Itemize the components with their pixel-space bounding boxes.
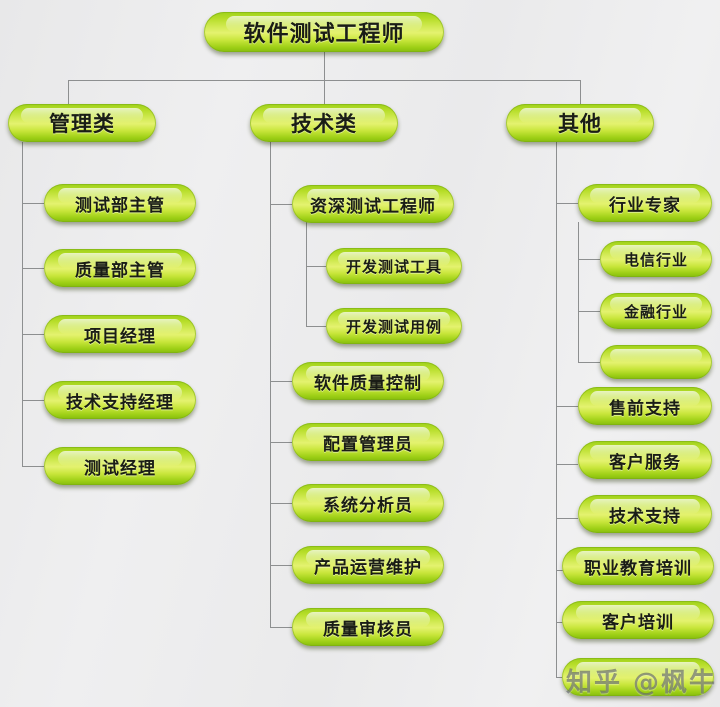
connector-stub-technical <box>270 503 292 504</box>
node-branch-other[interactable]: 其他 <box>506 104 654 142</box>
node-label: 其他 <box>558 112 602 136</box>
node-test-manager[interactable]: 测试经理 <box>44 447 196 485</box>
node-product-operations-maintenance[interactable]: 产品运营维护 <box>292 546 444 584</box>
connector-stub-management <box>22 400 44 401</box>
connector-stub-other <box>556 203 578 204</box>
node-test-dept-supervisor[interactable]: 测试部主管 <box>44 184 196 222</box>
node-label: 质量审核员 <box>323 619 413 640</box>
connector-stub-other <box>556 406 578 407</box>
connector-trunk-industry-expert <box>578 222 579 362</box>
node-label: 技术类 <box>291 112 357 136</box>
connector-drop-management <box>68 80 69 104</box>
node-label: 软件质量控制 <box>314 373 422 394</box>
connector-drop-technical <box>324 80 325 104</box>
node-configuration-manager[interactable]: 配置管理员 <box>292 423 444 461</box>
node-label: 售前支持 <box>609 398 681 419</box>
node-label: 职业教育培训 <box>584 558 692 579</box>
node-quality-dept-supervisor[interactable]: 质量部主管 <box>44 249 196 287</box>
connector-trunk-technical <box>270 142 271 627</box>
connector-trunk-other <box>556 142 557 677</box>
node-label: 系统分析员 <box>323 495 413 516</box>
node-label: 开发测试工具 <box>345 257 442 276</box>
node-branch-technical[interactable]: 技术类 <box>250 104 398 142</box>
node-customer-service[interactable]: 客户服务 <box>578 441 712 479</box>
connector-stub-other <box>556 464 578 465</box>
node-label: 开发测试用例 <box>345 317 442 336</box>
node-label: 金融行业 <box>623 302 688 321</box>
connector-stub-industry-expert <box>578 311 600 312</box>
node-label: 行业专家 <box>609 195 681 216</box>
node-industry-blank[interactable] <box>600 345 712 379</box>
connector-stub-technical <box>270 627 292 628</box>
node-label: 资深测试工程师 <box>310 196 436 217</box>
node-develop-test-cases[interactable]: 开发测试用例 <box>326 308 462 344</box>
connector-stub-management <box>22 203 44 204</box>
connector-stub-senior-engineer <box>306 266 326 267</box>
node-presales-support[interactable]: 售前支持 <box>578 387 712 425</box>
node-project-manager[interactable]: 项目经理 <box>44 315 196 353</box>
connector-stub-management <box>22 466 44 467</box>
node-system-analyst[interactable]: 系统分析员 <box>292 484 444 522</box>
connector-stub-industry-expert <box>578 362 600 363</box>
connector-stub-management <box>22 334 44 335</box>
connector-stub-technical <box>270 442 292 443</box>
node-vocational-education-training[interactable]: 职业教育培训 <box>562 547 714 585</box>
node-label: 客户培训 <box>602 612 674 633</box>
connector-stub-technical <box>270 204 292 205</box>
node-label: 管理类 <box>49 112 115 136</box>
node-tech-support-manager[interactable]: 技术支持经理 <box>44 381 196 419</box>
node-branch-management[interactable]: 管理类 <box>8 104 156 142</box>
connector-root-stem <box>324 52 325 80</box>
node-bottom-clipped[interactable] <box>562 658 714 696</box>
node-label: 客户服务 <box>609 452 681 473</box>
node-industry-expert[interactable]: 行业专家 <box>578 184 712 222</box>
node-develop-test-tools[interactable]: 开发测试工具 <box>326 248 462 284</box>
connector-drop-other <box>580 80 581 104</box>
connector-stub-technical <box>270 381 292 382</box>
connector-stub-senior-engineer <box>306 326 326 327</box>
node-label: 电信行业 <box>623 250 688 269</box>
node-label: 配置管理员 <box>323 434 413 455</box>
connector-trunk-management <box>22 142 23 467</box>
connector-trunk-senior-engineer <box>306 222 307 326</box>
node-label: 项目经理 <box>84 326 156 347</box>
node-senior-test-engineer[interactable]: 资深测试工程师 <box>292 185 454 223</box>
node-finance-industry[interactable]: 金融行业 <box>600 293 712 329</box>
node-technical-support[interactable]: 技术支持 <box>578 495 712 533</box>
node-label: 软件测试工程师 <box>243 22 405 47</box>
connector-stub-management <box>22 268 44 269</box>
node-quality-auditor[interactable]: 质量审核员 <box>292 608 444 646</box>
node-label: 产品运营维护 <box>314 557 422 578</box>
node-label: 测试部主管 <box>75 195 165 216</box>
node-label: 技术支持经理 <box>66 392 174 413</box>
connector-stub-technical <box>270 565 292 566</box>
node-customer-training[interactable]: 客户培训 <box>562 601 714 639</box>
node-label: 测试经理 <box>84 458 156 479</box>
node-root[interactable]: 软件测试工程师 <box>204 12 444 52</box>
connector-stub-other <box>556 518 578 519</box>
connector-stub-industry-expert <box>578 259 600 260</box>
node-label: 技术支持 <box>609 506 681 527</box>
node-software-quality-control[interactable]: 软件质量控制 <box>292 362 444 400</box>
node-telecom-industry[interactable]: 电信行业 <box>600 241 712 277</box>
node-label: 质量部主管 <box>75 260 165 281</box>
